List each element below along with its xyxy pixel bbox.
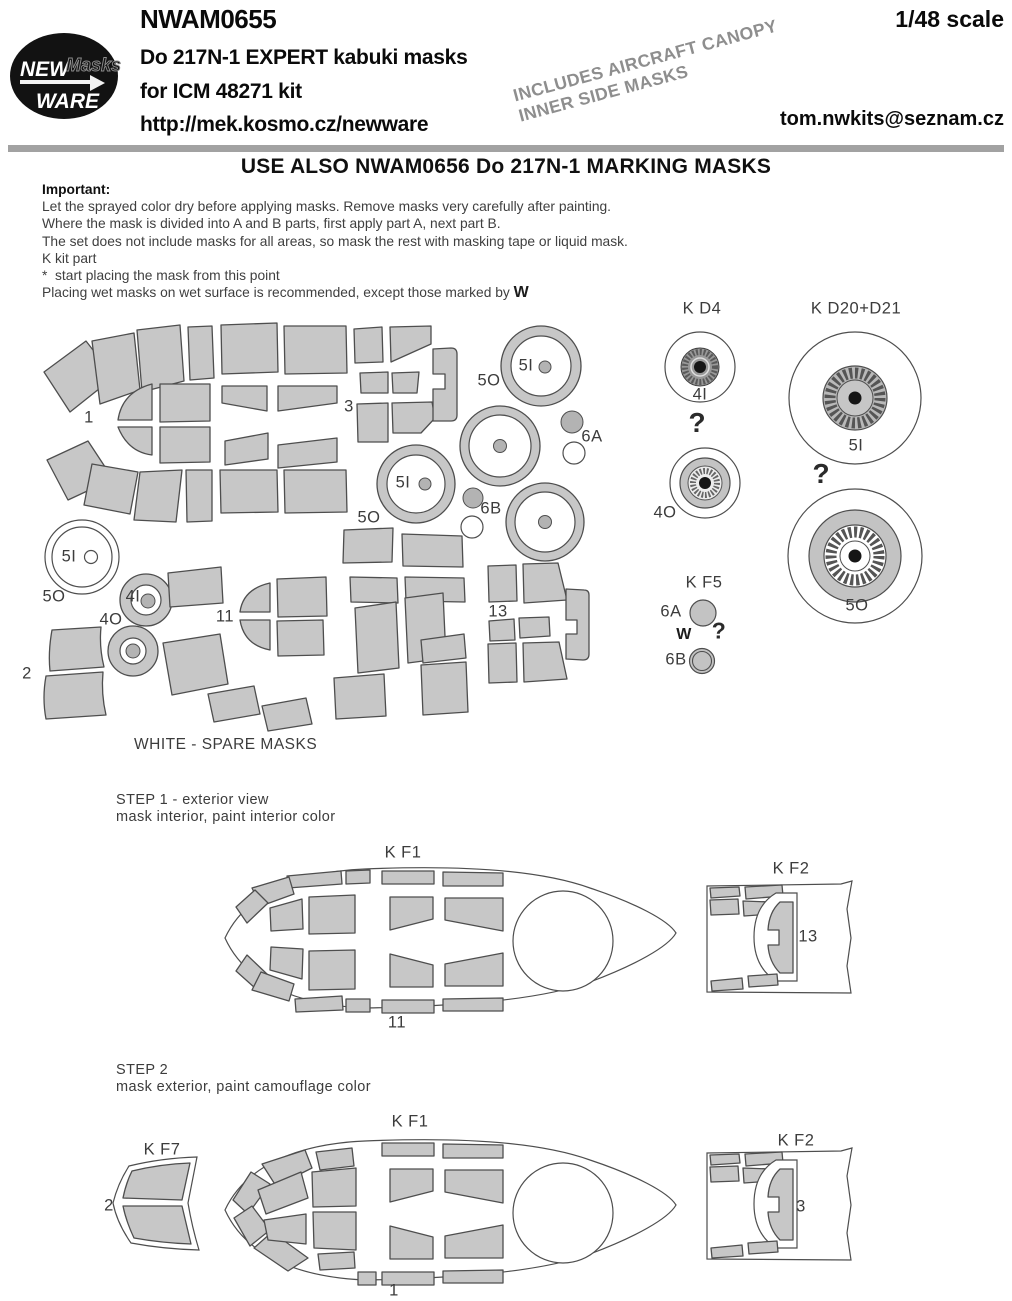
label-kd20-5i: 5I bbox=[848, 436, 864, 455]
question-mark: ? bbox=[688, 407, 706, 438]
label-kd4-4i: 4I bbox=[692, 385, 708, 404]
label-kf5-6a: 6A bbox=[660, 602, 682, 621]
newware-logo: NEW Masks WARE bbox=[10, 33, 121, 119]
step2-mask-kf7 bbox=[112, 1156, 200, 1251]
mask-cluster bbox=[43, 322, 590, 732]
label-part-13: 13 bbox=[488, 602, 508, 621]
step2-title: STEP 2 bbox=[116, 1062, 169, 1078]
step1-title: STEP 1 - exterior view bbox=[116, 792, 269, 808]
label-step2-kf7-part: 2 bbox=[104, 1196, 114, 1215]
logo-word-ware: WARE bbox=[36, 90, 100, 113]
label-4o: 4O bbox=[99, 610, 123, 629]
logo-arrow-icon bbox=[20, 75, 105, 91]
label-step2-kf2-part: 3 bbox=[796, 1197, 806, 1216]
label-step1-kf2-part: 13 bbox=[798, 927, 818, 946]
scale-note: 1/48 scale bbox=[895, 6, 1004, 32]
wheel-masks-kd4 bbox=[664, 331, 741, 519]
label-kf5: K F5 bbox=[685, 573, 723, 592]
step2-canopy-kf1 bbox=[224, 1139, 677, 1286]
step2-subtitle: mask exterior, paint camouflage color bbox=[116, 1079, 371, 1095]
label-kf5-6b: 6B bbox=[665, 650, 687, 669]
use-also-notice: USE ALSO NWAM0656 Do 217N-1 MARKING MASK… bbox=[240, 155, 772, 178]
label-6b: 6B bbox=[480, 499, 502, 518]
label-step2-kf2: K F2 bbox=[777, 1131, 815, 1150]
label-5i-left: 5I bbox=[61, 547, 77, 566]
instruction-line: Let the sprayed color dry before applyin… bbox=[42, 199, 612, 215]
label-part-11: 11 bbox=[215, 607, 235, 626]
product-code: NWAM0655 bbox=[140, 4, 277, 34]
header-divider bbox=[8, 145, 1004, 152]
label-step1-kf2: K F2 bbox=[772, 859, 810, 878]
label-part-1: 1 bbox=[84, 408, 94, 427]
label-5i-top: 5I bbox=[518, 356, 534, 375]
question-mark: ? bbox=[711, 617, 727, 644]
label-4i: 4I bbox=[125, 587, 141, 606]
label-kd4-4o: 4O bbox=[653, 503, 677, 522]
spare-masks-note: WHITE - SPARE MASKS bbox=[134, 736, 318, 753]
instruction-line: * start placing the mask from this point bbox=[42, 268, 280, 284]
step1-canopy-kf2 bbox=[706, 880, 853, 994]
label-6a: 6A bbox=[581, 427, 603, 446]
label-5o-left: 5O bbox=[42, 587, 66, 606]
mask-group-kf5 bbox=[688, 599, 717, 675]
label-kd4: K D4 bbox=[682, 299, 722, 318]
label-part-2: 2 bbox=[22, 664, 32, 683]
label-step2-kf1-part: 1 bbox=[389, 1281, 399, 1300]
instruction-line: The set does not include masks for all a… bbox=[42, 233, 628, 249]
label-step2-kf7: K F7 bbox=[143, 1140, 181, 1159]
instruction-line: Placing wet masks on wet surface is reco… bbox=[42, 284, 529, 302]
wet-symbol: W bbox=[676, 626, 692, 643]
label-5i-mid: 5I bbox=[395, 473, 411, 492]
question-mark: ? bbox=[812, 458, 830, 489]
step1-canopy-kf1 bbox=[224, 867, 677, 1014]
important-instructions: Important: Let the sprayed color dry bef… bbox=[42, 181, 628, 301]
instruction-line: Where the mask is divided into A and B p… bbox=[42, 216, 501, 232]
logo-word-masks: Masks bbox=[66, 55, 121, 75]
instruction-line: K kit part bbox=[42, 250, 97, 266]
step2-canopy-kf2 bbox=[706, 1147, 853, 1261]
logo-word-new: NEW bbox=[20, 58, 71, 81]
product-title: Do 217N-1 EXPERT kabuki masks bbox=[140, 46, 468, 69]
important-heading: Important: bbox=[42, 182, 111, 197]
label-step2-kf1: K F1 bbox=[391, 1112, 429, 1131]
label-part-3: 3 bbox=[344, 397, 354, 416]
contact-email: tom.nwkits@seznam.cz bbox=[779, 108, 1004, 130]
label-5o-mid: 5O bbox=[357, 508, 381, 527]
website-url: http://mek.kosmo.cz/newware bbox=[140, 113, 429, 136]
label-step1-kf1: K F1 bbox=[384, 843, 422, 862]
label-kd20-d21: K D20+D21 bbox=[810, 299, 902, 318]
logo-ellipse bbox=[10, 33, 118, 119]
label-5o-top: 5O bbox=[477, 371, 501, 390]
step1-subtitle: mask interior, paint interior color bbox=[116, 809, 336, 825]
wet-symbol: W bbox=[513, 284, 529, 302]
wheel-masks-kd20-d21 bbox=[787, 331, 923, 624]
label-step1-kf1-part: 11 bbox=[387, 1013, 407, 1032]
label-kd20-5o: 5O bbox=[845, 596, 869, 615]
product-kit: for ICM 48271 kit bbox=[140, 80, 302, 103]
